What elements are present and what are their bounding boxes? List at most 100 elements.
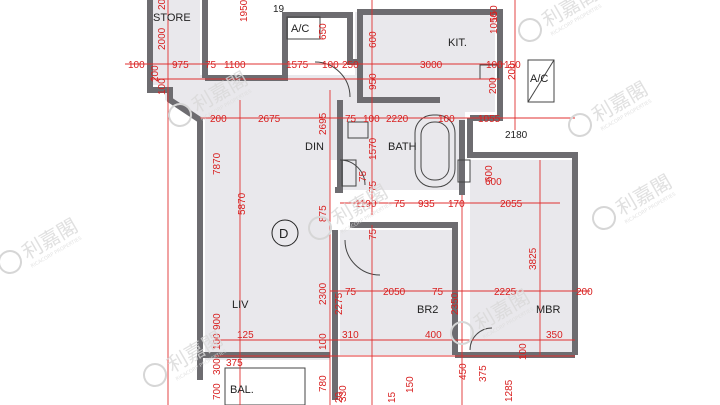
wall-bath-left bbox=[335, 100, 343, 193]
dim-label: 950 bbox=[368, 73, 379, 90]
dim-label: 1055 bbox=[478, 114, 501, 125]
br2-fill bbox=[340, 230, 455, 355]
dim-label: 15 bbox=[387, 391, 398, 403]
dim-label: 1285 bbox=[504, 379, 515, 402]
dim-label: 375 bbox=[478, 365, 489, 382]
dimension-labels: 100 975 75 1100 1575 100 250 3000 100 15… bbox=[128, 0, 593, 403]
room-label-ac-top: A/C bbox=[291, 23, 309, 35]
shower-tray bbox=[457, 159, 471, 183]
dim-label: 200 bbox=[210, 114, 227, 125]
dim-label: 200 bbox=[488, 77, 499, 94]
dim-label: 100 bbox=[486, 60, 503, 71]
dim-label: 100 bbox=[363, 114, 380, 125]
dim-label: 100 bbox=[438, 114, 455, 125]
dim-label: 150 bbox=[504, 60, 521, 71]
watermark-logo: 利嘉閣 RICACORP PROPERTIES bbox=[0, 214, 83, 274]
door-swing-mbr bbox=[469, 327, 493, 351]
dimension-lines bbox=[125, 0, 590, 405]
dim-label: 600 bbox=[485, 177, 502, 188]
dim-label: 200 bbox=[507, 63, 518, 80]
wall-top bbox=[205, 9, 503, 121]
dim-label: 2220 bbox=[386, 114, 409, 125]
dim-label: 5870 bbox=[237, 192, 248, 215]
wall-store-left bbox=[147, 0, 203, 380]
dim-label: 700 bbox=[212, 383, 223, 400]
dim-label: 1950 bbox=[239, 0, 250, 22]
dim-label: 600 bbox=[484, 165, 495, 182]
unit-marker-circle bbox=[271, 219, 299, 247]
dim-label: 2180 bbox=[505, 130, 528, 141]
dim-label: 75 bbox=[368, 180, 379, 192]
room-label-mbr: MBR bbox=[536, 304, 561, 316]
dim-label: 2055 bbox=[500, 199, 523, 210]
dim-label: 3000 bbox=[420, 60, 443, 71]
room-label-living: LIV bbox=[232, 299, 249, 311]
dim-label: 650 bbox=[318, 23, 329, 40]
dim-label: 100 bbox=[212, 333, 223, 350]
room-label-ac-right: A/C bbox=[530, 73, 548, 85]
watermark-logo: 利嘉閣 RICACORP PROPERTIES bbox=[518, 0, 603, 42]
dim-label: 900 bbox=[212, 313, 223, 330]
dim-label: 350 bbox=[546, 330, 563, 341]
bathtub bbox=[414, 114, 456, 188]
dim-label: 450 bbox=[458, 363, 469, 380]
dim-label: 2675 bbox=[258, 114, 281, 125]
dim-label: 2350 bbox=[450, 292, 461, 315]
dim-label: 1190 bbox=[355, 199, 377, 210]
dim-label: 310 bbox=[342, 330, 359, 341]
door-swing-kitchen bbox=[314, 61, 351, 98]
dim-label: 100 bbox=[322, 60, 339, 71]
dim-label: 2695 bbox=[318, 112, 329, 135]
dim-label: 300 bbox=[212, 358, 223, 375]
bathtub-inner bbox=[420, 121, 450, 181]
ac-unit-top-box bbox=[286, 16, 321, 40]
wall-kit-bottom bbox=[357, 62, 440, 103]
dim-label: 2275 bbox=[334, 292, 345, 315]
room-label-balcony: BAL. bbox=[230, 384, 254, 396]
dim-label: 7870 bbox=[212, 152, 223, 175]
dim-label: 75 bbox=[358, 170, 369, 182]
dim-label: 1570 bbox=[368, 137, 379, 160]
dim-label: 100 bbox=[318, 333, 329, 350]
room-labels: STORE A/C KIT. A/C DIN BATH LIV BR2 MBR … bbox=[153, 12, 561, 396]
dim-label: 250 bbox=[342, 60, 359, 71]
ac-unit-right-cross bbox=[527, 59, 555, 103]
dim-label: 200 bbox=[157, 0, 168, 10]
dim-label: 100 bbox=[157, 78, 168, 95]
dim-label: 1575 bbox=[286, 60, 309, 71]
dim-label: 975 bbox=[172, 60, 189, 71]
dim-label: 150 bbox=[405, 376, 416, 393]
dim-label: 2300 bbox=[318, 282, 329, 305]
balcony-rail bbox=[224, 367, 306, 405]
wall-right bbox=[467, 118, 578, 355]
dim-label: 400 bbox=[425, 330, 442, 341]
wc bbox=[341, 159, 357, 187]
dim-label: 330 bbox=[338, 385, 349, 402]
room-label-store: STORE bbox=[153, 12, 191, 24]
door-swing-br2 bbox=[344, 239, 381, 276]
dim-label: 375 bbox=[226, 358, 243, 369]
dim-label: 100 bbox=[518, 343, 529, 360]
room-label-bath: BATH bbox=[388, 141, 417, 153]
basin bbox=[347, 121, 369, 139]
dim-label: 75 bbox=[368, 228, 379, 240]
dim-label: 75 bbox=[345, 114, 357, 125]
dim-label: 780 bbox=[318, 375, 329, 392]
dim-label: 19 bbox=[273, 4, 285, 15]
dim-label: 200 bbox=[576, 287, 593, 298]
dim-label: 935 bbox=[418, 199, 435, 210]
dim-label: 875 bbox=[318, 205, 329, 222]
room-label-kitchen: KIT. bbox=[448, 37, 467, 49]
dim-label: 600 bbox=[368, 31, 379, 48]
room-label-br2: BR2 bbox=[417, 304, 438, 316]
dim-label: 150 bbox=[489, 5, 500, 22]
ac-unit-right-box bbox=[527, 59, 555, 103]
dim-label: 1100 bbox=[224, 60, 246, 71]
dim-label: 75 bbox=[394, 199, 406, 210]
dim-label: 3825 bbox=[528, 247, 539, 270]
door-swing-bath bbox=[339, 159, 366, 186]
dim-label: 125 bbox=[237, 330, 254, 341]
dim-label: 75 bbox=[205, 60, 217, 71]
dim-label: 75 bbox=[432, 287, 444, 298]
